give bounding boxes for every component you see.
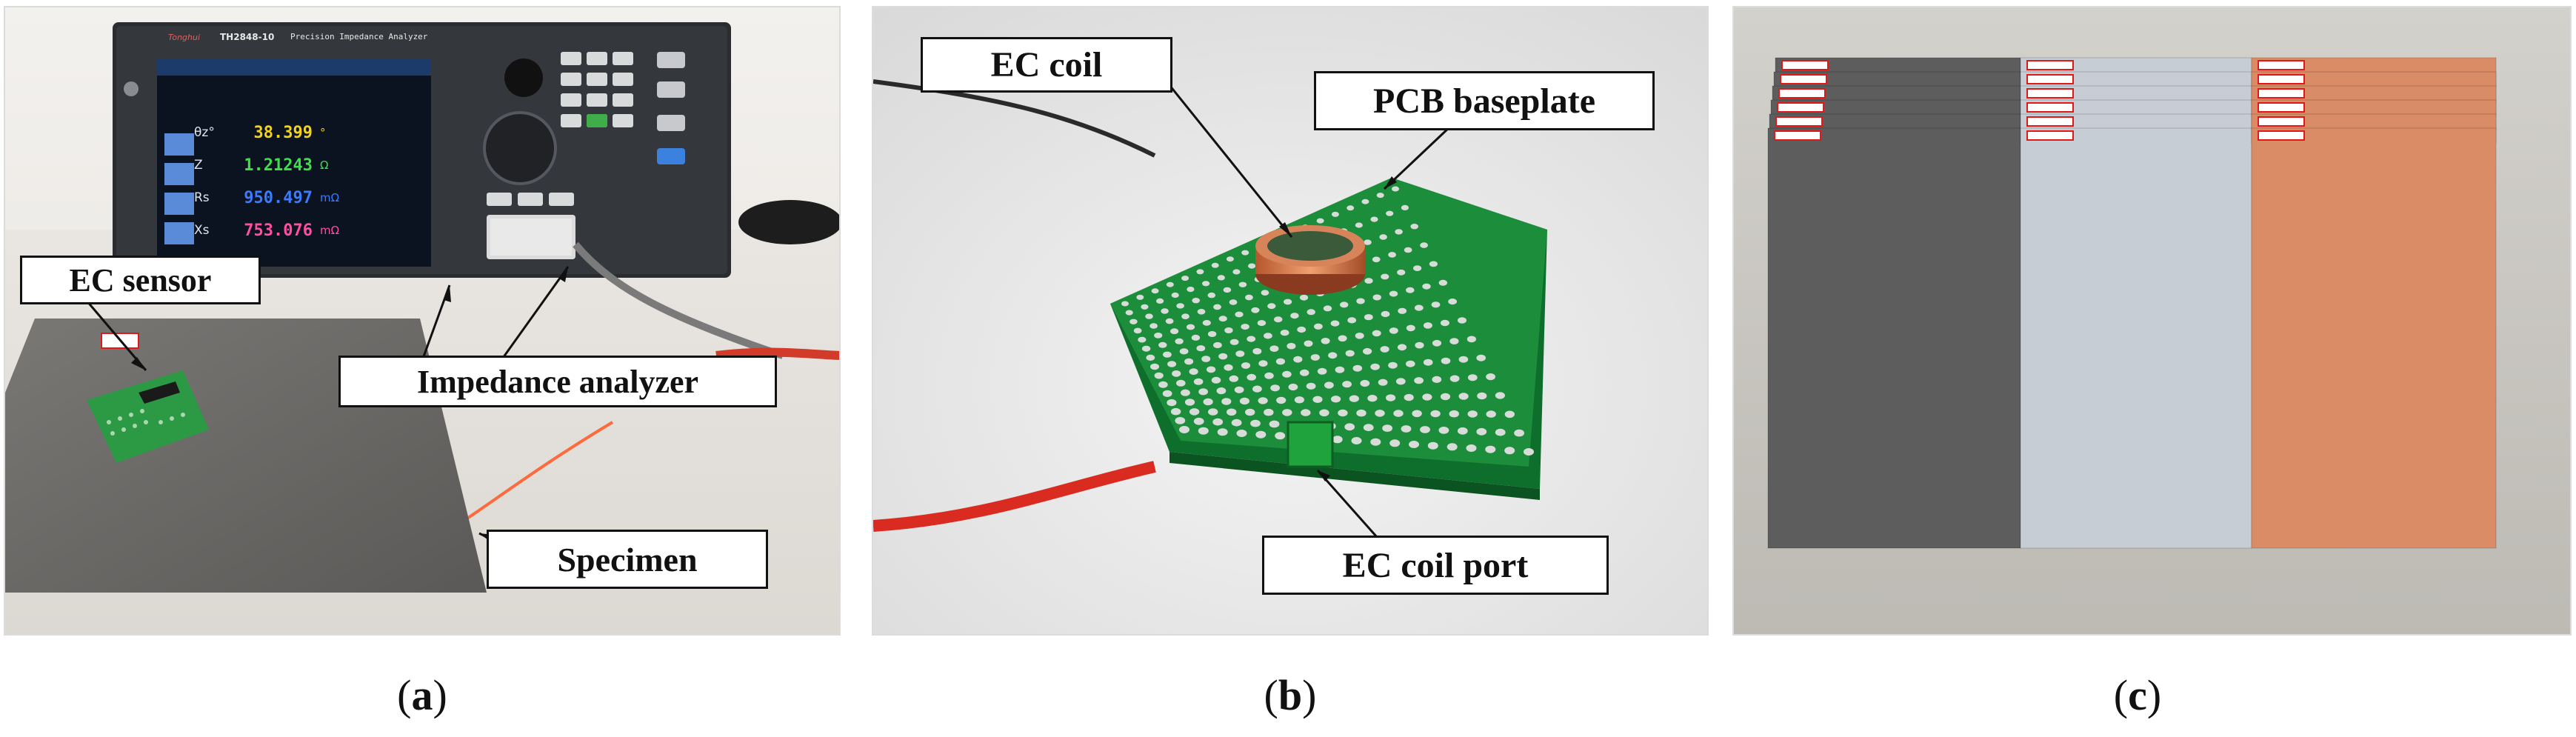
instrument-model: TH2848-10: [220, 32, 275, 42]
specimen-tag: [2258, 102, 2305, 113]
specimen-tag: [2258, 130, 2305, 141]
caption-a: (a): [397, 671, 447, 719]
specimen-plate: [2251, 127, 2497, 549]
reading-value: 950.497: [244, 188, 313, 207]
cable-grey: [573, 241, 784, 359]
reading-row: θz° 38.399 °: [194, 119, 416, 147]
reading-row: Xs 753.076 mΩ: [194, 216, 416, 244]
callout-ec-coil-port: EC coil port: [1262, 536, 1609, 595]
ec-sensor-board: [87, 370, 209, 463]
instrument-name: Precision Impedance Analyzer: [290, 32, 428, 41]
specimen-tag: [2026, 88, 2074, 99]
instrument-brand: Tonghui: [168, 33, 201, 42]
panel-b-scene: [873, 7, 1707, 634]
callout-pcb-baseplate: PCB baseplate: [1314, 71, 1655, 130]
specimen-tag: [1780, 74, 1827, 84]
panel-b-arrows: [1168, 84, 1452, 538]
reading-value: 1.21243: [244, 156, 313, 175]
photo-panel-c: [1732, 6, 2572, 636]
ec-coil: [1255, 225, 1365, 295]
specimen-tag: [2026, 60, 2074, 70]
reading-row: Z 1.21243 Ω: [194, 151, 416, 179]
specimen-tag: [1774, 130, 1821, 141]
specimen-plate: [1767, 127, 2021, 549]
reading-param: θz°: [194, 125, 215, 140]
specimen-tag: [2026, 116, 2074, 127]
specimen-tag: [2026, 102, 2074, 113]
callout-specimen: Specimen: [487, 530, 768, 589]
specimen-tag: [2258, 74, 2305, 84]
reading-row: Rs 950.497 mΩ: [194, 184, 416, 212]
specimen-tag: [2026, 130, 2074, 141]
specimen-tag: [2258, 60, 2305, 70]
reading-param: Z: [194, 158, 203, 173]
clip-red: [715, 347, 839, 360]
photo-panel-b: EC coil PCB baseplate EC coil port: [872, 6, 1709, 636]
reading-unit: mΩ: [320, 224, 340, 237]
caption-b: (b): [1264, 671, 1317, 719]
red-wire: [873, 461, 1156, 532]
pcb-baseplate: [1110, 178, 1547, 500]
callout-impedance-analyzer: Impedance analyzer: [338, 356, 777, 407]
reading-unit: Ω: [320, 159, 329, 172]
reading-param: Rs: [194, 190, 210, 205]
reading-param: Xs: [194, 223, 210, 238]
photo-panel-a: Tonghui TH2848-10 Precision Impedance An…: [4, 6, 841, 636]
ec-coil-port: [1287, 421, 1334, 468]
reading-unit: mΩ: [320, 191, 340, 204]
reading-value: 38.399: [253, 123, 313, 142]
specimen-tag: [1781, 60, 1829, 70]
instrument-screen: [157, 59, 431, 267]
specimen-tag: [1777, 102, 1824, 113]
reading-value: 753.076: [244, 221, 313, 240]
specimen-tag: [2258, 116, 2305, 127]
panel-c-scene: [1734, 7, 2570, 634]
specimen-tag: [2026, 74, 2074, 84]
table-hole: [738, 200, 839, 244]
impedance-analyzer-instrument: [113, 22, 731, 278]
caption-c: (c): [2113, 671, 2162, 719]
callout-ec-sensor: EC sensor: [20, 256, 261, 304]
callout-ec-coil: EC coil: [921, 37, 1172, 93]
reading-unit: °: [320, 126, 326, 139]
specimen-tag: [1775, 116, 1823, 127]
specimen-plate: [2020, 127, 2252, 549]
specimen-tag: [2258, 88, 2305, 99]
specimen-tag: [1778, 88, 1826, 99]
